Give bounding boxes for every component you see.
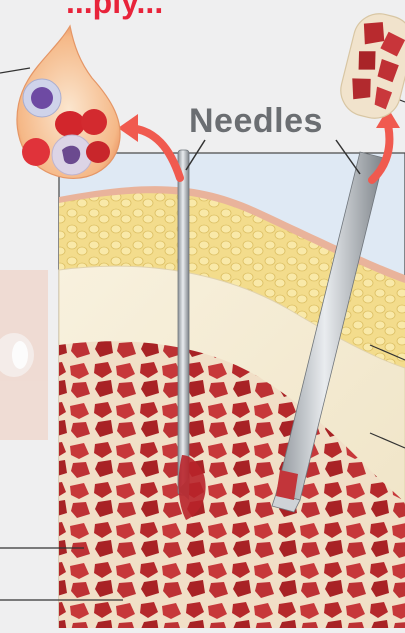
biopsy-core-icon [335, 8, 405, 123]
needles-label: Needles [189, 104, 323, 138]
spine-illustration [0, 270, 48, 440]
page-title-fragment: ...ply... [66, 0, 163, 18]
